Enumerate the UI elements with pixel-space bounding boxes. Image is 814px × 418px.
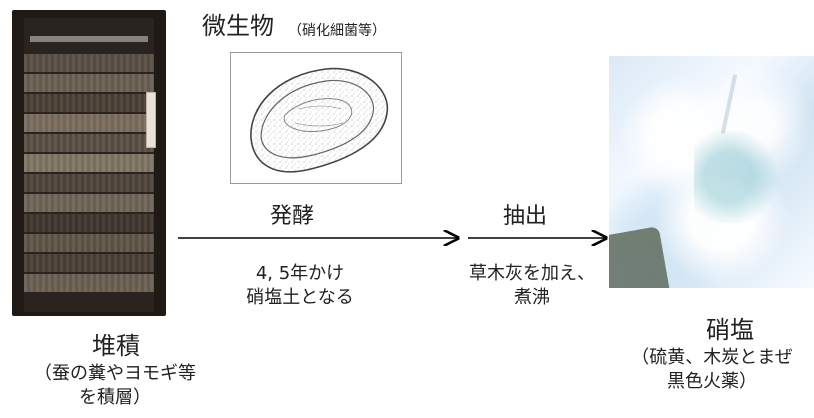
crystal-streak <box>720 74 738 134</box>
saltpeter-title: 硝塩 <box>706 316 754 344</box>
heap-label-tag <box>146 92 156 148</box>
heap-layer <box>24 214 154 232</box>
saltpeter-note-line2: 黒色火薬） <box>667 371 757 392</box>
heap-layer <box>24 114 154 132</box>
fermentation-note: 4, 5年かけ 硝塩土となる <box>223 262 377 310</box>
heap-note-line1: （蚕の糞やヨモギ等 <box>34 363 196 384</box>
heap-top-board <box>30 36 148 42</box>
heap-layer <box>24 94 154 112</box>
bacterium-illustration <box>250 67 389 173</box>
compost-heap-photo <box>12 10 166 316</box>
heap-layer <box>24 254 154 272</box>
extraction-note-line2: 煮沸 <box>514 287 550 308</box>
crystal-tint <box>694 131 782 223</box>
extraction-label: 抽出 <box>503 204 548 229</box>
saltpeter-crystals-photo <box>609 56 814 288</box>
heap-layer <box>24 174 154 192</box>
saltpeter-note: （硫黄、木炭とまぜ 黒色火薬） <box>610 346 814 394</box>
heap-layer <box>24 194 154 212</box>
heap-layer <box>24 154 154 172</box>
saltpeter-note-line1: （硫黄、木炭とまぜ <box>631 347 793 368</box>
microorganism-image-frame <box>230 52 402 184</box>
heap-layer <box>24 134 154 152</box>
cell-membrane <box>260 79 375 159</box>
extraction-note-line1: 草木灰を加え、 <box>469 263 595 284</box>
heap-note: （蚕の糞やヨモギ等 を積層） <box>0 362 230 410</box>
heap-layer <box>24 274 154 292</box>
heap-layer <box>24 54 154 72</box>
microorganism-label: 微生物 <box>202 12 274 40</box>
cell-inner-structure <box>283 98 353 132</box>
heap-title: 堆積 <box>92 332 140 360</box>
microorganism-note: （硝化細菌等） <box>288 23 386 39</box>
fermentation-note-line2: 硝塩土となる <box>246 287 354 308</box>
crystal-shadow <box>609 226 671 288</box>
extraction-note: 草木灰を加え、 煮沸 <box>458 262 606 310</box>
fermentation-note-line1: 4, 5年かけ <box>255 263 345 284</box>
heap-note-line2: を積層） <box>79 387 151 408</box>
heap-layer <box>24 234 154 252</box>
cell-outline <box>250 67 389 173</box>
fermentation-label: 発酵 <box>270 204 315 229</box>
heap-layer <box>24 74 154 92</box>
